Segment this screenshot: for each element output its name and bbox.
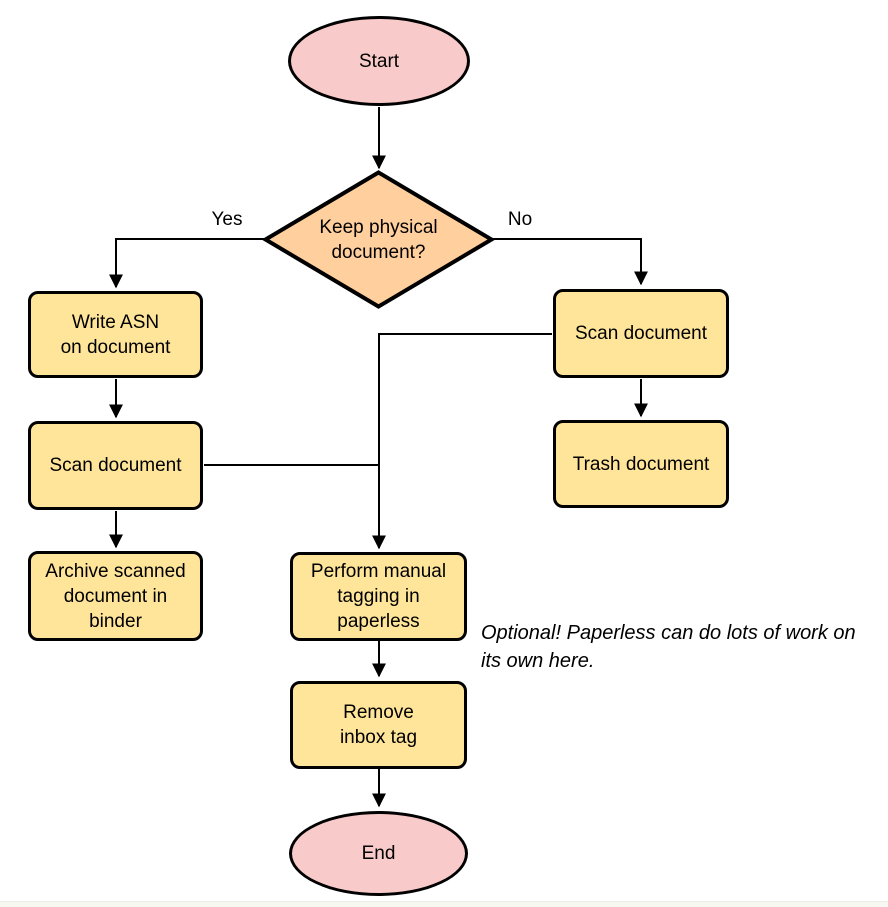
node-scan-right-label: Scan document — [574, 323, 708, 344]
node-archive: Archive scanned document in binder — [28, 551, 203, 641]
node-start: Start — [288, 16, 470, 106]
edge-label-no: No — [507, 209, 533, 230]
decision-diamond-shape — [261, 170, 496, 309]
edge-decision-yes-to-write-asn — [109, 238, 264, 289]
node-scan-right: Scan document — [553, 289, 729, 378]
node-scan-left-label: Scan document — [49, 455, 182, 476]
node-write-asn-label: Write ASN on document — [60, 311, 171, 358]
node-tagging-label: Perform manual tagging in paperless — [310, 561, 447, 632]
optional-note: Optional! Paperless can do lots of work … — [481, 622, 856, 672]
node-remove-inbox: Remove inbox tag — [290, 681, 467, 769]
node-start-label: Start — [358, 50, 400, 72]
node-remove-inbox-label: Remove inbox tag — [339, 702, 418, 748]
node-trash: Trash document — [553, 420, 729, 508]
node-decision-text: Keep physical document? — [319, 216, 438, 263]
node-end-label: End — [361, 843, 396, 864]
node-scan-left: Scan document — [28, 421, 203, 510]
node-decision-label: Keep physical document? — [278, 214, 479, 265]
page-bottom-edge — [0, 901, 888, 907]
edge-decision-no-to-scan-right — [493, 238, 648, 286]
node-end: End — [289, 811, 468, 896]
node-archive-label: Archive scanned document in binder — [45, 560, 186, 632]
node-write-asn: Write ASN on document — [28, 291, 203, 378]
edge-scan-right-to-tagging — [372, 333, 552, 550]
node-tagging: Perform manual tagging in paperless — [290, 552, 467, 641]
node-trash-label: Trash document — [572, 453, 710, 475]
edge-label-yes: Yes — [211, 209, 243, 230]
